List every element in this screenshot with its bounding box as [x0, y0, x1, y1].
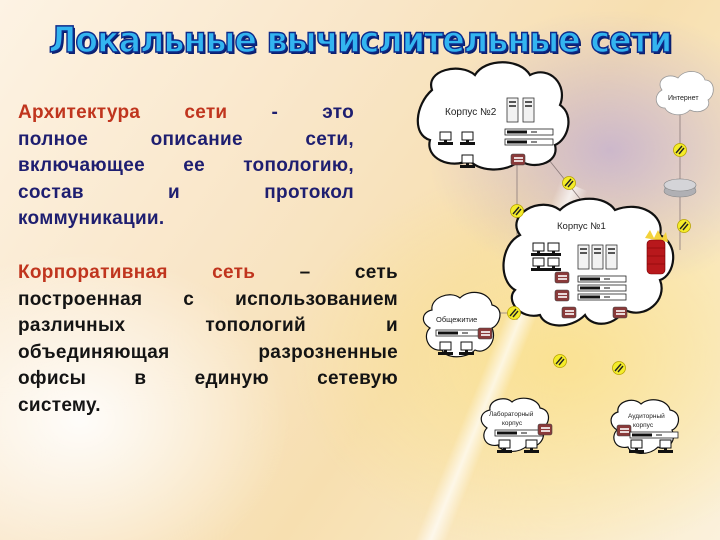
cloud-korpus-2: Корпус №2	[416, 61, 570, 171]
router-icon	[537, 423, 553, 436]
computer-icon	[496, 439, 513, 454]
server-icon	[506, 97, 519, 123]
computer-icon	[437, 131, 454, 146]
paragraph-line: построенная с использованием	[18, 288, 398, 310]
paragraph-line: объединяющая разрозненные	[18, 341, 398, 363]
computer-icon	[459, 131, 476, 146]
cloud-label: Лабораторный	[489, 410, 534, 418]
term-corporate-network: Корпоративная сеть	[18, 262, 256, 283]
cloud-obshchezhitie: Общежитие	[422, 291, 501, 358]
firewall-icon	[645, 230, 668, 275]
paragraph-line: систему.	[18, 394, 101, 416]
server-icon	[577, 244, 590, 270]
link-connector-icon	[509, 203, 525, 219]
server-icon	[522, 97, 535, 123]
router-icon	[477, 327, 493, 340]
paragraph-line: Архитектура сети - это	[18, 102, 354, 123]
computer-icon	[458, 341, 475, 356]
cloud-label: Интернет	[668, 95, 699, 102]
cloud-label: Корпус №1	[557, 221, 606, 232]
computer-icon	[523, 439, 540, 454]
computer-icon	[530, 257, 547, 272]
link-connector-icon	[552, 353, 568, 369]
paragraph-architecture: Архитектура сети - это полное описание с…	[18, 100, 354, 233]
computer-icon	[459, 154, 476, 169]
computer-icon	[657, 439, 674, 454]
server-icon	[605, 244, 618, 270]
paragraph-line: офисы в единую сетевую	[18, 368, 398, 389]
paragraph-line: включающее ее топологию,	[18, 155, 354, 176]
router-icon	[616, 424, 632, 437]
router-icon	[561, 306, 577, 319]
switch-icon	[577, 275, 627, 283]
paragraph-line: состав и протокол	[18, 181, 354, 203]
router-icon	[510, 153, 526, 166]
switch-icon	[504, 128, 554, 136]
switch-icon	[494, 429, 544, 437]
cloud-internet: Интернет	[655, 71, 714, 116]
router-icon	[612, 306, 628, 319]
cloud-label: Аудиторный	[628, 412, 665, 420]
computer-icon	[628, 439, 645, 454]
cloud-label: Корпус №2	[445, 107, 497, 118]
paragraph-line: Корпоративная сеть – сеть	[18, 262, 398, 283]
link-connector-icon	[676, 218, 692, 234]
slide-title: Локальные вычислительные сети	[48, 19, 673, 62]
computer-icon	[545, 242, 562, 257]
paragraph-corporate-network: Корпоративная сеть – сеть построенная с …	[18, 260, 398, 419]
router-icon	[554, 289, 570, 302]
switch-icon	[577, 293, 627, 301]
term-architecture: Архитектура сети	[18, 102, 228, 123]
link-connector-icon	[506, 305, 522, 321]
cloud-lab-building: Лабораторный корпус	[480, 397, 553, 454]
computer-icon	[530, 242, 547, 257]
cloud-auditorium-building: Аудиторный корпус	[610, 399, 680, 454]
paragraph-line: полное описание сети,	[18, 128, 354, 150]
cloud-label: корпус	[633, 422, 654, 429]
switch-icon	[435, 329, 485, 337]
cloud-label: корпус	[502, 420, 523, 427]
link-connector-icon	[672, 142, 688, 158]
paragraph-line: коммуникации.	[18, 208, 165, 229]
computer-icon	[437, 341, 454, 356]
core-router-icon	[663, 178, 697, 198]
switch-icon	[504, 138, 554, 146]
link-connector-icon	[561, 175, 577, 191]
link-connector-icon	[611, 360, 627, 376]
cloud-label: Общежитие	[436, 315, 477, 324]
server-icon	[591, 244, 604, 270]
cloud-korpus-1: Корпус №1	[502, 197, 675, 327]
computer-icon	[545, 257, 562, 272]
router-icon	[554, 271, 570, 284]
switch-icon	[577, 284, 627, 292]
switch-icon	[629, 431, 679, 439]
network-diagram: Корпус №2 Интернет Корпус №1	[416, 61, 714, 454]
paragraph-line: различных топологий и	[18, 315, 398, 336]
